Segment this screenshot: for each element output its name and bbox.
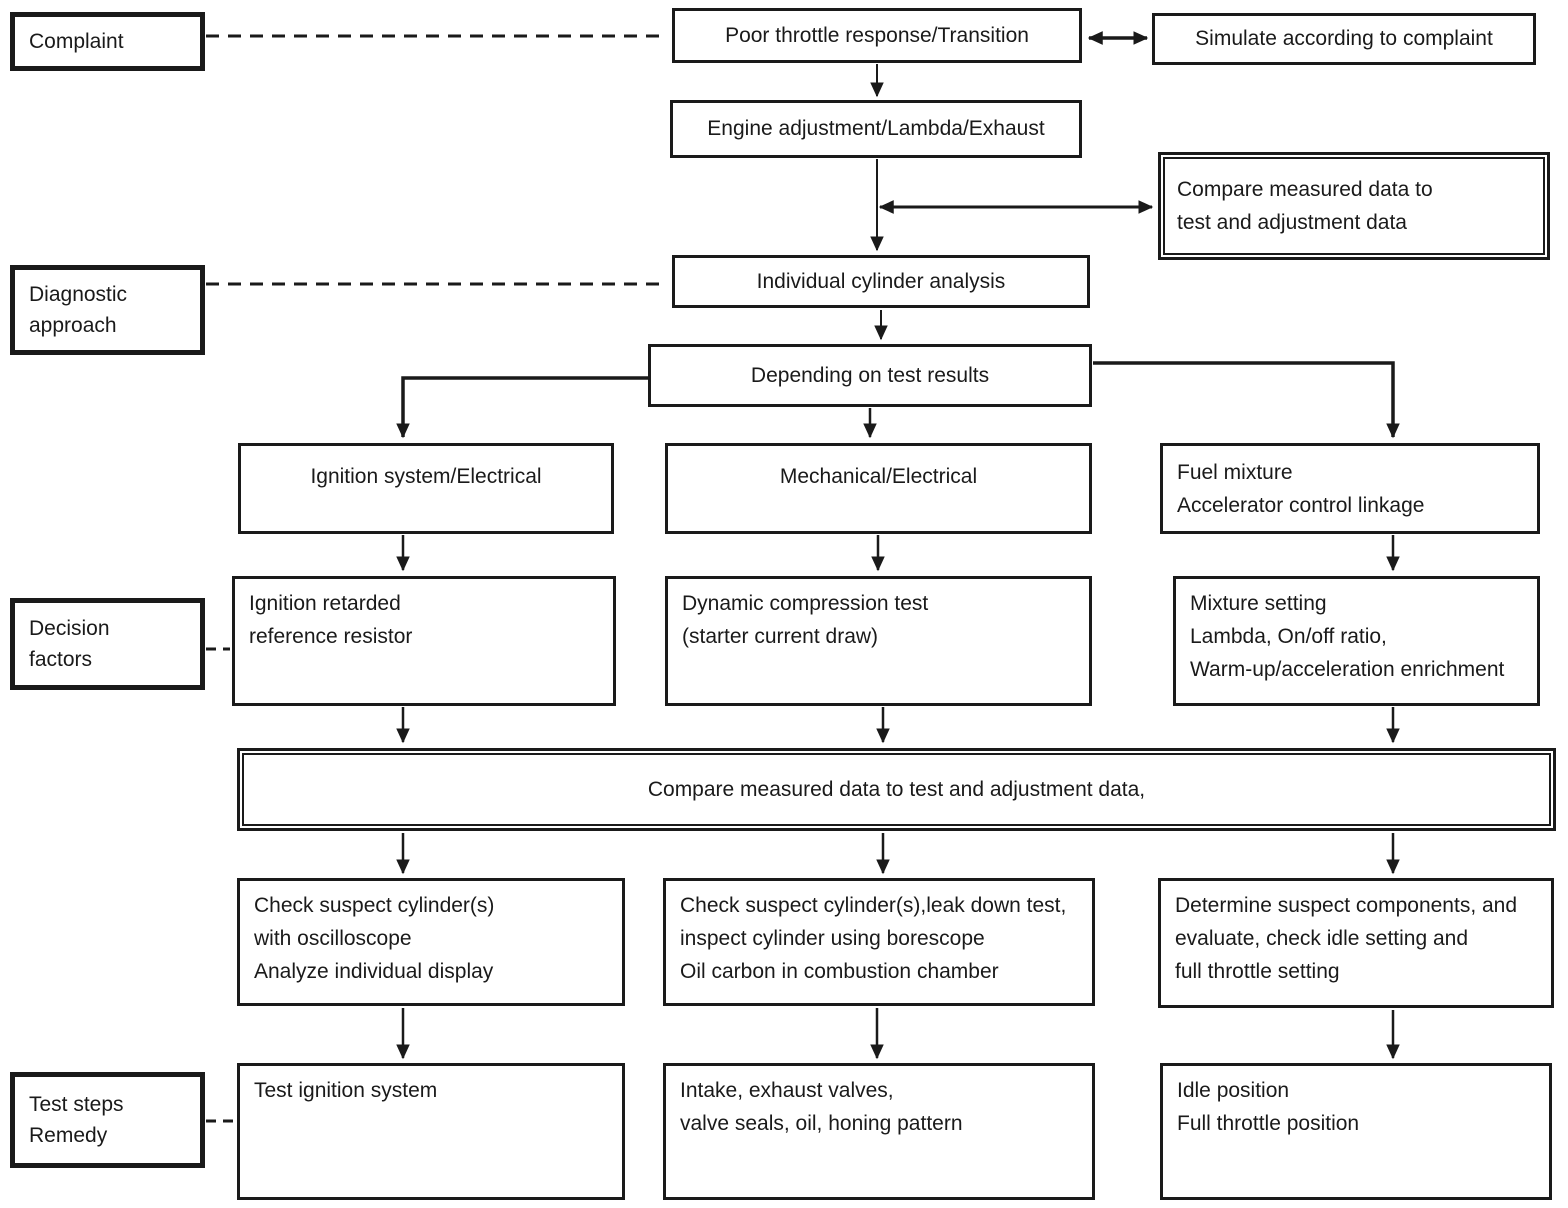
node-check-suspect-cylinders-oscilloscope: Check suspect cylinder(s) with oscillosc… [237, 878, 625, 1006]
node-intake-exhaust-valves: Intake, exhaust valves, valve seals, oil… [663, 1063, 1095, 1200]
node-idle-full-throttle-position: Idle position Full throttle position [1160, 1063, 1552, 1200]
row-label-diagnostic-approach: Diagnostic approach [10, 265, 205, 355]
node-simulate-according-to-complaint: Simulate according to complaint [1152, 13, 1536, 65]
arrow-depending-to-fuel-header [1093, 361, 1400, 439]
node-fuel-mixture-accelerator-linkage: Fuel mixture Accelerator control linkage [1160, 443, 1540, 534]
node-depending-on-test-results: Depending on test results [648, 344, 1092, 407]
node-compare-measured-data-wide: Compare measured data to test and adjust… [237, 748, 1556, 831]
node-ignition-system-electrical: Ignition system/Electrical [238, 443, 614, 534]
node-mixture-setting: Mixture setting Lambda, On/off ratio, Wa… [1173, 576, 1540, 706]
node-ignition-retarded-reference-resistor: Ignition retarded reference resistor [232, 576, 616, 706]
node-mechanical-electrical: Mechanical/Electrical [665, 443, 1092, 534]
node-poor-throttle-response: Poor throttle response/Transition [672, 8, 1082, 63]
node-engine-adjustment: Engine adjustment/Lambda/Exhaust [670, 100, 1082, 158]
node-check-suspect-cylinders-leakdown: Check suspect cylinder(s),leak down test… [663, 878, 1095, 1006]
node-individual-cylinder-analysis: Individual cylinder analysis [672, 255, 1090, 308]
node-determine-suspect-components: Determine suspect components, and evalua… [1158, 878, 1554, 1008]
node-test-ignition-system: Test ignition system [237, 1063, 625, 1200]
node-dynamic-compression-test: Dynamic compression test (starter curren… [665, 576, 1092, 706]
row-label-test-steps-remedy: Test steps Remedy [10, 1072, 205, 1168]
arrow-depending-to-ignition-header [396, 376, 648, 439]
row-label-complaint: Complaint [10, 12, 205, 71]
node-compare-measured-data-top: Compare measured data to test and adjust… [1158, 152, 1550, 260]
row-label-decision-factors: Decision factors [10, 598, 205, 690]
